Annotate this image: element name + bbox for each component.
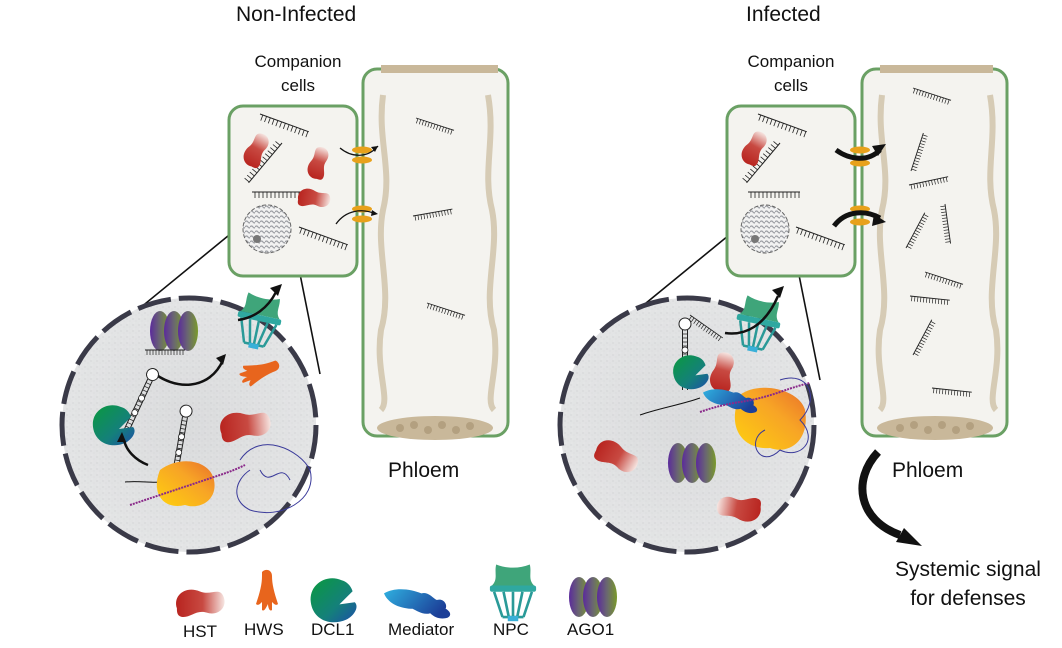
systemic-signal-label: Systemic signal for defenses xyxy=(895,558,1041,610)
hws-protein-icon xyxy=(256,569,278,611)
export-arrow xyxy=(724,295,780,335)
chromatin xyxy=(755,377,811,458)
ago1-protein-icon xyxy=(150,311,198,351)
dna-strand xyxy=(129,464,246,506)
companion-cell xyxy=(227,104,359,278)
sieve-element-reticulum xyxy=(875,94,889,413)
mediator-complex-icon xyxy=(384,589,451,619)
legend-label-hst: HST xyxy=(183,622,217,641)
plasmodesma xyxy=(850,159,870,167)
plasmodesma xyxy=(850,218,870,226)
rna-polymerase-ii xyxy=(156,461,215,507)
plasmodesma xyxy=(352,156,372,164)
sieve-plate-bottom xyxy=(377,416,493,440)
ago1-protein-icon xyxy=(668,443,716,483)
rna-polymerase-ii xyxy=(734,387,806,450)
sieve-plate-top xyxy=(381,65,498,73)
nuclear-envelope xyxy=(59,295,319,555)
legend-label-npc: NPC xyxy=(493,620,529,639)
companion-cells-label: Companion cells xyxy=(747,52,835,95)
companion-cells-label: Companion cells xyxy=(254,52,342,95)
panel-title-non-infected: Non-Infected xyxy=(236,3,357,26)
sieve-plate-bottom xyxy=(877,416,993,440)
hst-protein-icon xyxy=(176,589,225,618)
nuclear-envelope xyxy=(557,295,817,555)
panel-non-infected xyxy=(59,65,510,555)
plasmodesma xyxy=(352,215,372,223)
phloem-label: Phloem xyxy=(892,459,964,482)
sieve-plate-top xyxy=(880,65,993,73)
phloem-label: Phloem xyxy=(388,459,460,482)
processing-arrow xyxy=(122,439,149,467)
sieve-element-reticulum xyxy=(987,94,1001,413)
nucleolus xyxy=(253,235,261,243)
plasmodesma xyxy=(850,146,870,154)
nuclear-pore-complex-icon xyxy=(488,563,538,623)
companion-cell xyxy=(725,104,857,278)
legend-label-hws: HWS xyxy=(244,620,284,639)
legend-label-ago1: AGO1 xyxy=(567,620,615,639)
dcl1-protein-icon xyxy=(310,578,357,623)
dna-strand xyxy=(699,382,811,413)
panel-title-infected: Infected xyxy=(746,3,821,26)
sieve-element-reticulum xyxy=(376,94,390,413)
systemic-signal-arrow xyxy=(858,449,902,539)
legend-label-dcl1: DCL1 xyxy=(311,620,355,639)
nucleus xyxy=(740,204,790,254)
legend-label-mediator: Mediator xyxy=(388,620,455,639)
legend xyxy=(176,563,617,623)
chromatin xyxy=(236,444,312,514)
nucleolus xyxy=(751,235,759,243)
export-arrow xyxy=(237,291,278,322)
ago1-protein-icon xyxy=(569,577,617,617)
sieve-element-reticulum xyxy=(485,94,499,413)
panel-infected xyxy=(557,65,1009,555)
nucleus xyxy=(242,204,292,254)
plasmodesma xyxy=(352,146,372,154)
